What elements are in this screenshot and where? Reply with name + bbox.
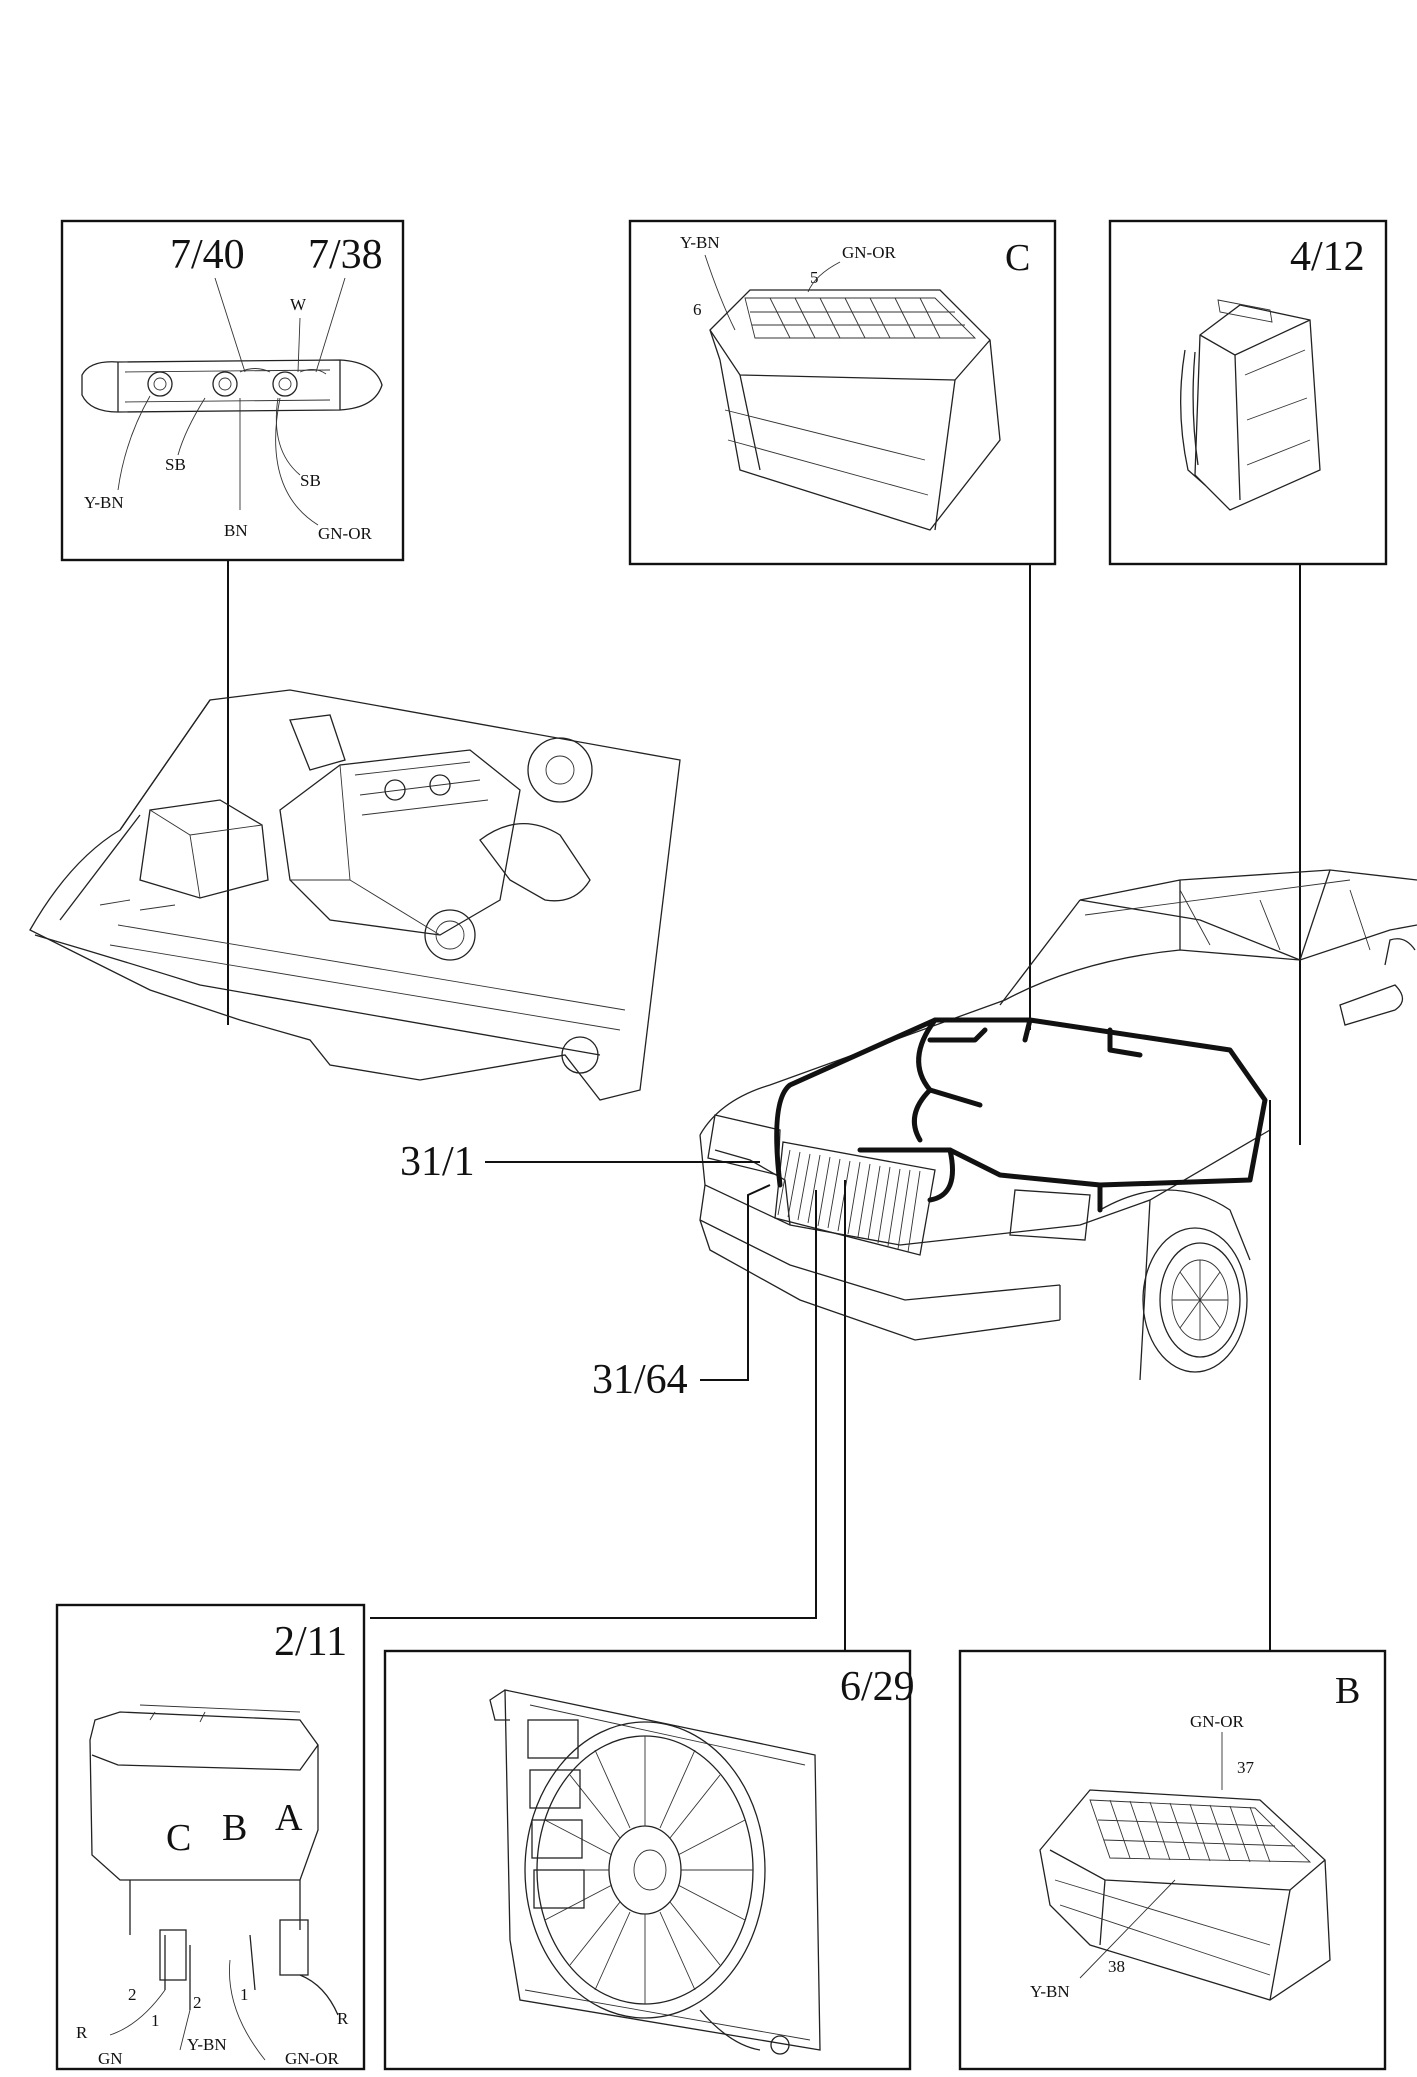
connector-c-pin5: 5	[810, 268, 819, 287]
panel-control-module-4-12: 4/12	[1108, 219, 1388, 566]
callout-b: B	[1335, 1670, 1360, 1712]
wire-bn-label: BN	[224, 521, 248, 540]
connector-c-illustration	[709, 289, 1001, 531]
connector-c-pin6: 6	[693, 300, 702, 319]
relay-pin-2a: 2	[128, 1985, 137, 2004]
relay-wire-ybn: Y-BN	[187, 2035, 227, 2054]
fuel-rail-illustration	[81, 359, 383, 413]
callout-31-64: 31/64	[592, 1357, 688, 1403]
wire-w-label: W	[290, 295, 307, 314]
relay-wire-gn: GN	[98, 2049, 123, 2068]
relay-wire-gnor: GN-OR	[285, 2049, 339, 2068]
callout-c: C	[1005, 237, 1030, 279]
connector-b-ybn-label: Y-BN	[1030, 1982, 1070, 2001]
relay-terminal-a: A	[275, 1797, 303, 1839]
car-illustration	[699, 869, 1417, 1381]
callout-4-12: 4/12	[1290, 234, 1365, 280]
control-module-illustration	[1180, 299, 1321, 511]
connector-b-pin38: 38	[1108, 1957, 1125, 1976]
connector-c-ybn-label: Y-BN	[680, 233, 720, 252]
engine-bay-illustration	[29, 689, 681, 1101]
relay-illustration	[89, 1704, 339, 2061]
panel-relay-2-11: 2/11 C B A 2 1 2 1 R R GN Y-BN GN-OR	[55, 1603, 366, 2071]
connector-b-illustration	[1039, 1789, 1331, 2001]
connector-b-gnor-label: GN-OR	[1190, 1712, 1244, 1731]
radiator-fan-illustration	[489, 1689, 821, 2055]
callout-2-11: 2/11	[274, 1619, 347, 1665]
relay-pin-1b: 1	[240, 1985, 249, 2004]
callout-7-40: 7/40	[170, 232, 245, 278]
connector-b-pin37: 37	[1237, 1758, 1255, 1777]
relay-terminal-c: C	[166, 1817, 191, 1859]
panel-fuel-injector-connectors: 7/40 7/38 W SB Y-BN BN SB GN-OR	[60, 219, 405, 562]
callout-6-29: 6/29	[840, 1664, 915, 1710]
relay-wire-r-left: R	[76, 2023, 88, 2042]
wire-sb-label-2: SB	[300, 471, 321, 490]
relay-pin-2b: 2	[193, 1993, 202, 2012]
callout-31-1: 31/1	[400, 1139, 475, 1185]
wire-sb-label-1: SB	[165, 455, 186, 474]
relay-terminal-b: B	[222, 1807, 247, 1849]
connector-c-gnor-label: GN-OR	[842, 243, 896, 262]
callout-7-38: 7/38	[308, 232, 383, 278]
relay-wire-r-right: R	[337, 2009, 349, 2028]
panel-connector-b: B GN-OR 37 38 Y-BN	[958, 1649, 1387, 2071]
panel-connector-c: C Y-BN GN-OR 6 5	[628, 219, 1057, 566]
wire-ybn-label: Y-BN	[84, 493, 124, 512]
relay-pin-1a: 1	[151, 2011, 160, 2030]
wire-gnor-label: GN-OR	[318, 524, 372, 543]
panel-radiator-fan-6-29: 6/29	[383, 1649, 915, 2071]
